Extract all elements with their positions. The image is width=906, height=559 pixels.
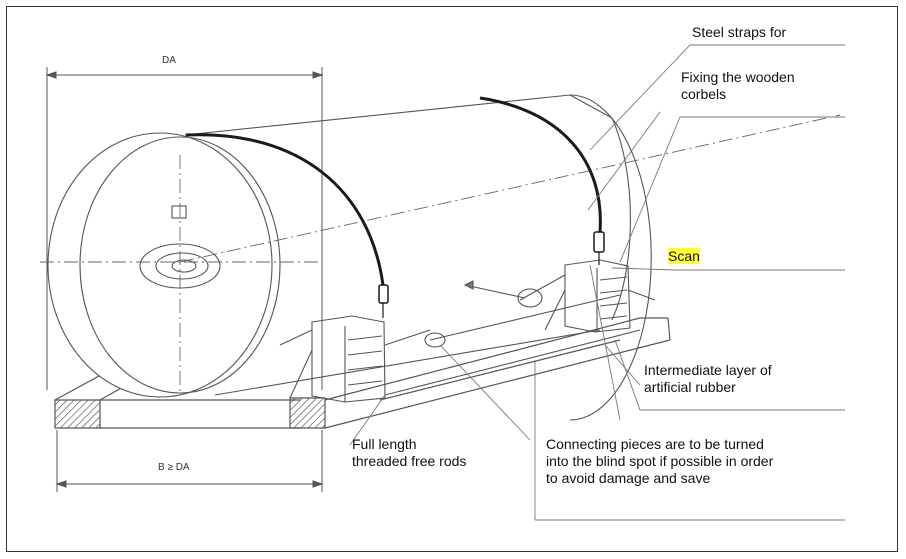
fixing-corbels-label: Fixing the wooden corbels — [681, 69, 795, 102]
intermediate-layer-label: Intermediate layer of artificial rubber — [644, 362, 772, 395]
center-axis — [40, 114, 841, 395]
threaded-rods-label: Full length threaded free rods — [352, 436, 467, 469]
strap-buckles — [378, 231, 605, 318]
diagram-frame — [6, 6, 898, 552]
diameter-label: DA — [162, 55, 176, 66]
base-width-dimension — [55, 430, 324, 492]
right-corbel — [519, 259, 656, 333]
steel-straps — [185, 96, 602, 286]
steel-straps-label: Steel straps for — [692, 24, 787, 40]
scan-highlight: Scan — [668, 248, 700, 264]
leader-lines — [349, 44, 845, 521]
base-width-label: B ≥ DA — [158, 462, 190, 473]
tank-cylinder — [47, 94, 652, 421]
threaded-rods — [384, 280, 641, 396]
left-corbel — [279, 315, 431, 403]
diameter-dimension — [45, 67, 324, 390]
scan-label: Scan — [668, 248, 700, 265]
connecting-pieces-label: Connecting pieces are to be turned into … — [546, 436, 774, 486]
